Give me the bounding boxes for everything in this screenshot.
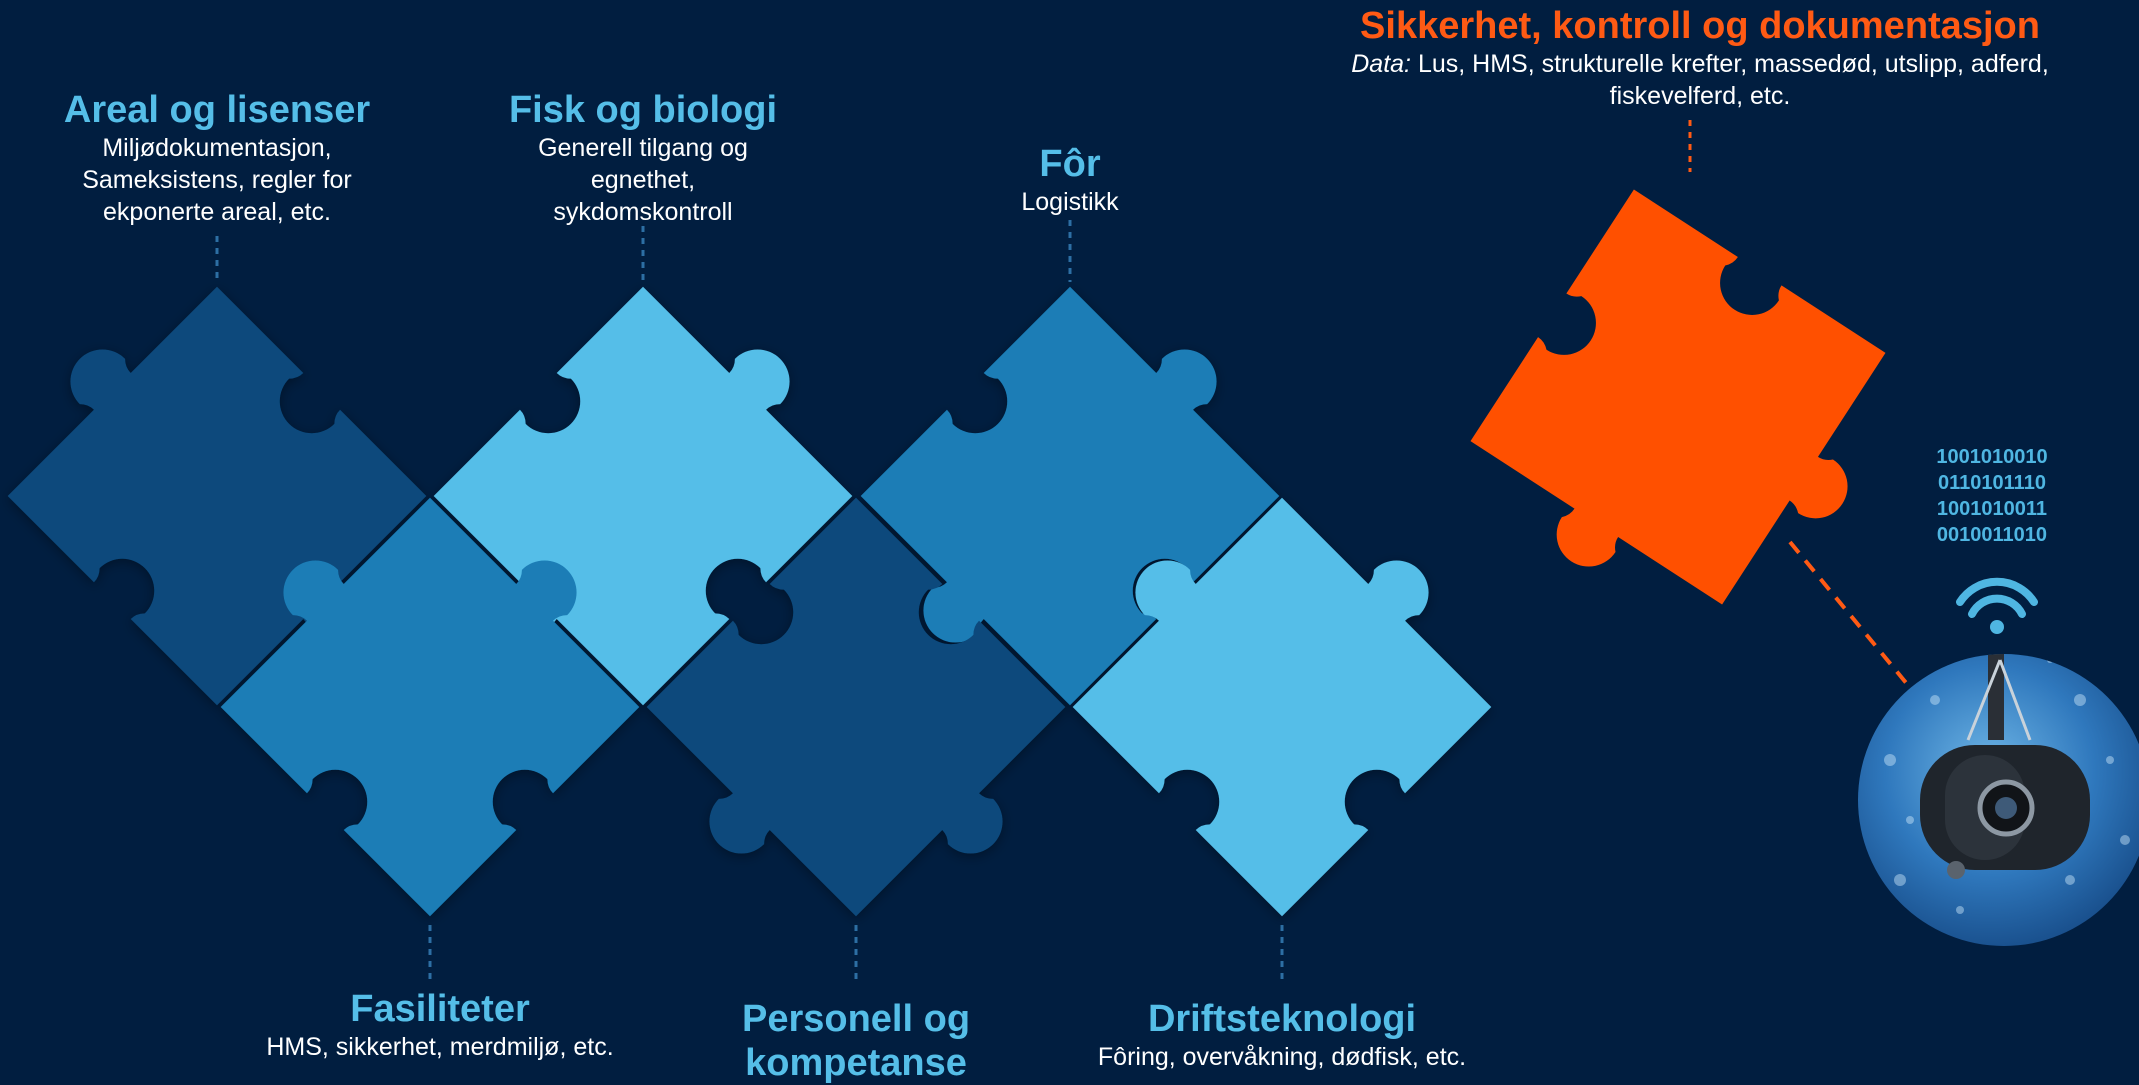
binary-line: 0010011010 [1936,524,2048,546]
title-personell: Personell og kompetanse [741,998,971,1084]
binary-line: 1001010010 [1936,446,2048,468]
title-highlight: Sikkerhet, kontroll og dokumentasjon [1360,5,2040,47]
label-drift: Driftsteknologi Fôring, overvåkning, død… [1052,997,1512,1073]
label-fasiliteter: Fasiliteter HMS, sikkerhet, merdmiljø, e… [220,987,660,1063]
binary-data: 1001010010 0110101110 1001010011 0010011… [1912,444,2072,548]
label-personell: Personell og kompetanse [706,997,1006,1085]
connector-camera [1788,540,1914,692]
underwater-camera-icon [1858,654,2139,946]
data-text: Lus, HMS, strukturelle krefter, massedød… [1417,50,2049,110]
subtitle-drift: Fôring, overvåkning, dødfisk, etc. [1097,1043,1467,1071]
title-drift: Driftsteknologi [1147,998,1417,1040]
highlight-puzzle-piece [1470,189,1886,605]
connector-lines [215,220,1284,985]
binary-line: 0110101110 [1938,472,2046,494]
subtitle-fisk: Generell tilgang og egnethet, sykdomskon… [538,134,748,226]
title-for: Fôr [1039,143,1101,185]
subtitle-fasiliteter: HMS, sikkerhet, merdmiljø, etc. [266,1033,614,1061]
title-areal: Areal og lisenser [63,89,371,131]
label-for: Fôr Logistikk [960,142,1180,218]
data-label: Data: [1351,50,1411,78]
title-fisk: Fisk og biologi [508,89,778,131]
piece-for [860,286,1280,706]
wifi-icon [1956,577,2038,634]
piece-drift [1072,497,1492,917]
subtitle-for: Logistikk [1021,188,1119,216]
label-highlight: Sikkerhet, kontroll og dokumentasjon Dat… [1340,4,2060,112]
piece-personell [646,497,1066,917]
label-areal: Areal og lisenser Miljødokumentasjon, Sa… [47,88,387,228]
piece-fasiliteter [220,497,640,917]
title-fasiliteter: Fasiliteter [350,988,530,1030]
binary-line: 1001010011 [1936,498,2048,520]
subtitle-highlight: Data: Lus, HMS, strukturelle krefter, ma… [1340,48,2060,112]
label-fisk: Fisk og biologi Generell tilgang og egne… [488,88,798,228]
subtitle-areal: Miljødokumentasjon, Sameksistens, regler… [82,134,352,226]
